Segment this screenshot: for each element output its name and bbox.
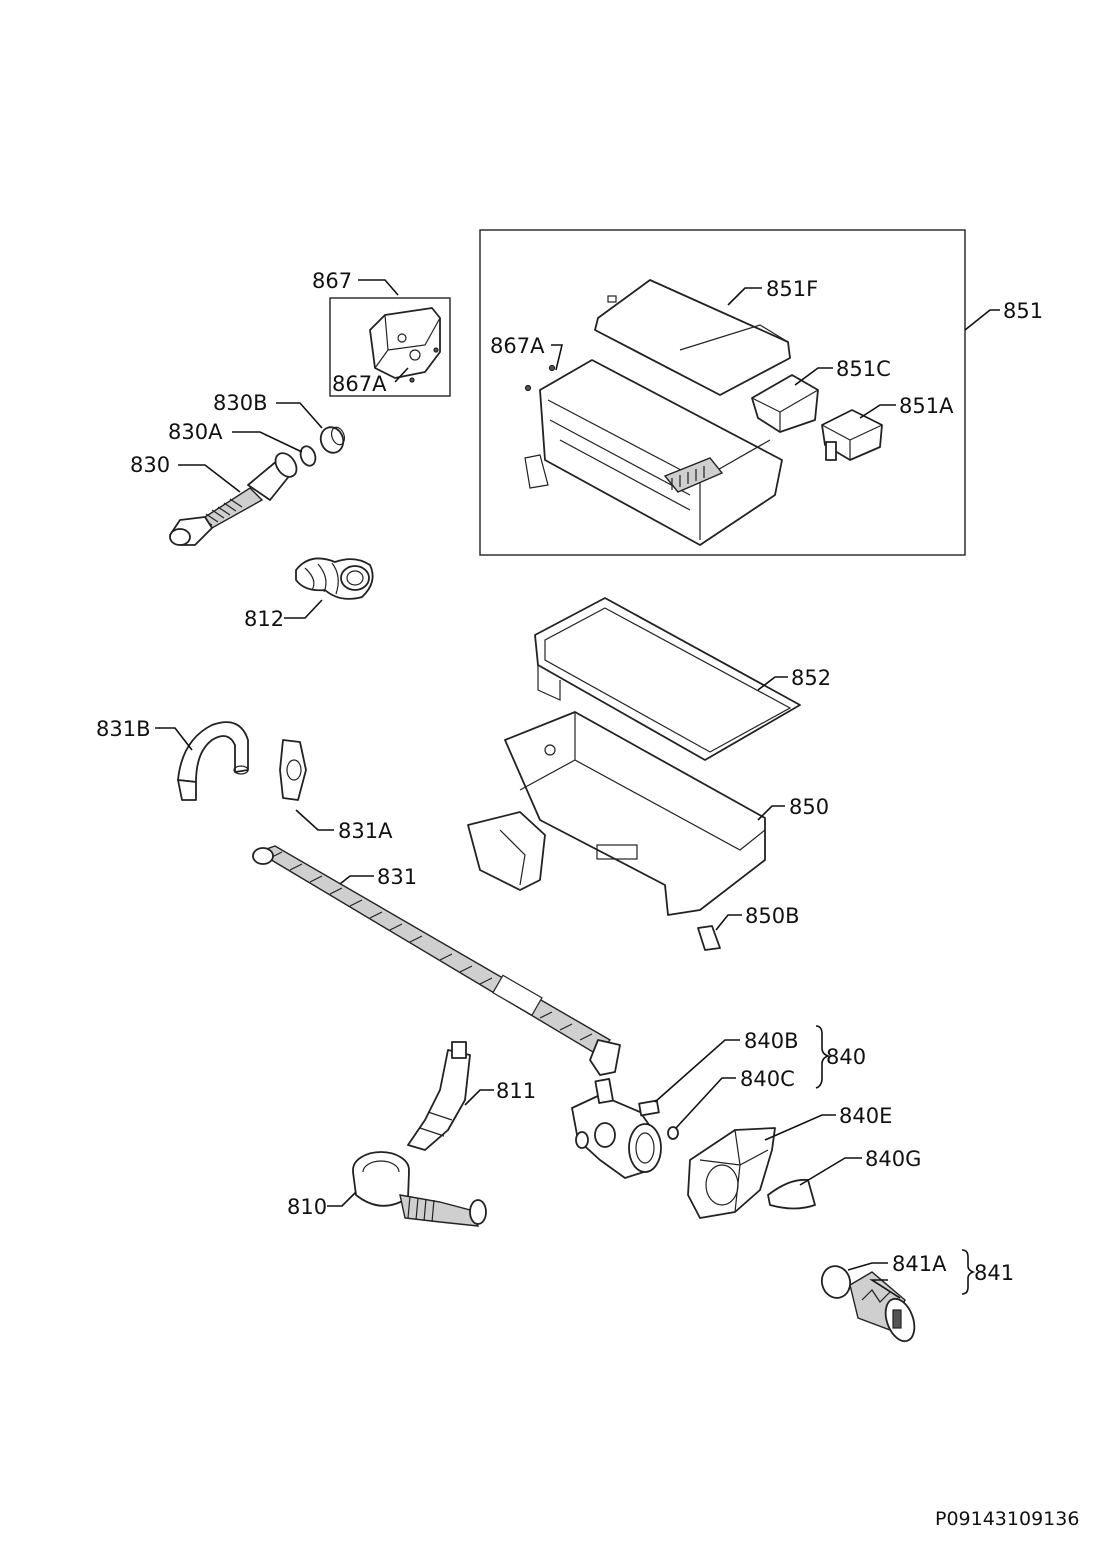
- part-841A-gasket: [820, 1265, 852, 1299]
- part-840B-seal: [638, 1099, 660, 1117]
- label-830: 830: [130, 453, 170, 477]
- part-851F-drawer-lid: [594, 279, 791, 396]
- part-labels: 867 867A 830B 830A 830 812 831B 831A 831…: [96, 269, 1079, 1530]
- part-810-sump: [352, 1151, 487, 1227]
- part-840C-ring: [667, 1126, 679, 1140]
- part-831-drain-hose: [252, 845, 621, 1076]
- group-851-frame: [479, 229, 966, 556]
- label-830A: 830A: [168, 420, 223, 444]
- part-850B-clip: [697, 925, 721, 951]
- label-867A: 867A: [490, 334, 545, 358]
- label-810: 810: [287, 1195, 327, 1219]
- part-830A-seal-ring: [299, 445, 317, 467]
- label-831A: 831A: [338, 819, 393, 843]
- part-830B-connector: [319, 426, 346, 454]
- part-867-actuator: [369, 307, 441, 383]
- label-850B: 850B: [745, 904, 800, 928]
- part-851A-cup: [821, 409, 883, 461]
- part-852-cover-plate: [534, 597, 801, 761]
- part-850-dispenser-housing: [467, 711, 766, 916]
- label-840C: 840C: [740, 1067, 795, 1091]
- group-867-frame: [329, 297, 451, 397]
- label-840G: 840G: [865, 1147, 921, 1171]
- part-811-tube: [407, 1041, 471, 1151]
- part-840G-cover: [767, 1178, 816, 1210]
- label-831: 831: [377, 865, 417, 889]
- label-831B: 831B: [96, 717, 151, 741]
- part-831B-hose-guide: [177, 721, 249, 801]
- label-841A: 841A: [892, 1252, 947, 1276]
- label-851F: 851F: [766, 277, 818, 301]
- part-812-bellows-hose: [295, 557, 374, 600]
- leader-lines: [155, 279, 1000, 1299]
- part-840E-pump-bracket: [687, 1127, 776, 1219]
- part-841-filter: [849, 1271, 916, 1343]
- label-851A: 851A: [899, 394, 954, 418]
- part-851C-cup: [751, 374, 819, 433]
- part-831A-clip: [279, 739, 307, 801]
- part-830-inlet-hose: [169, 452, 298, 546]
- label-811: 811: [496, 1079, 536, 1103]
- part-840-drain-pump: [571, 1078, 662, 1179]
- label-851C: 851C: [836, 357, 891, 381]
- label-812: 812: [244, 607, 284, 631]
- part-851-drawer-body: [524, 359, 783, 546]
- label-850: 850: [789, 795, 829, 819]
- label-851: 851: [1003, 299, 1043, 323]
- label-840: 840: [826, 1045, 866, 1069]
- label-867: 867: [312, 269, 352, 293]
- label-840B: 840B: [744, 1029, 799, 1053]
- label-830B: 830B: [213, 391, 268, 415]
- label-852: 852: [791, 666, 831, 690]
- label-840E: 840E: [839, 1104, 892, 1128]
- label-867A-small: 867A: [332, 372, 387, 396]
- label-841: 841: [974, 1261, 1014, 1285]
- diagram-code: P09143109136: [935, 1508, 1079, 1530]
